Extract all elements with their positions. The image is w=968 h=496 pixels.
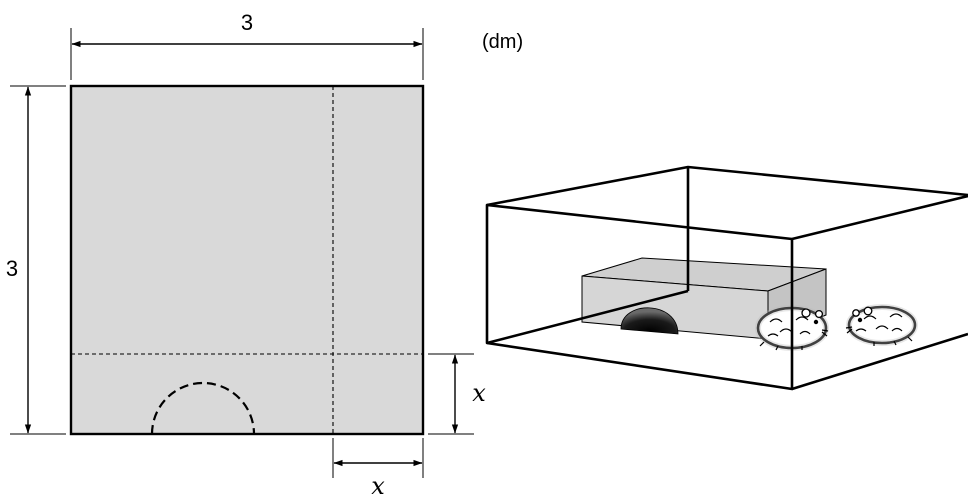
cut-height-dimension: x bbox=[428, 353, 486, 435]
sheet-net bbox=[69, 84, 425, 436]
hamster-icon bbox=[845, 304, 918, 346]
cut-width-label: x bbox=[371, 472, 385, 496]
cage-floor-right-edge bbox=[791, 332, 968, 391]
cut-height-label: x bbox=[472, 379, 486, 407]
shelter-door-icon bbox=[620, 307, 679, 335]
cage-frame bbox=[485, 165, 968, 391]
cage-top-right-edge bbox=[791, 194, 968, 241]
unit-label: (dm) bbox=[482, 31, 523, 53]
sheet-square bbox=[69, 84, 425, 436]
cage-floor-back-edge bbox=[486, 289, 689, 345]
cage-illustration bbox=[485, 165, 968, 391]
cage-top-edges bbox=[486, 165, 968, 207]
height-label: 3 bbox=[6, 256, 18, 281]
width-dimension: 3 bbox=[70, 10, 424, 80]
height-dimension: 3 bbox=[6, 85, 66, 435]
door-cutout-arc bbox=[150, 381, 256, 435]
cut-width-dimension: x bbox=[332, 438, 424, 496]
width-label: 3 bbox=[241, 10, 253, 35]
